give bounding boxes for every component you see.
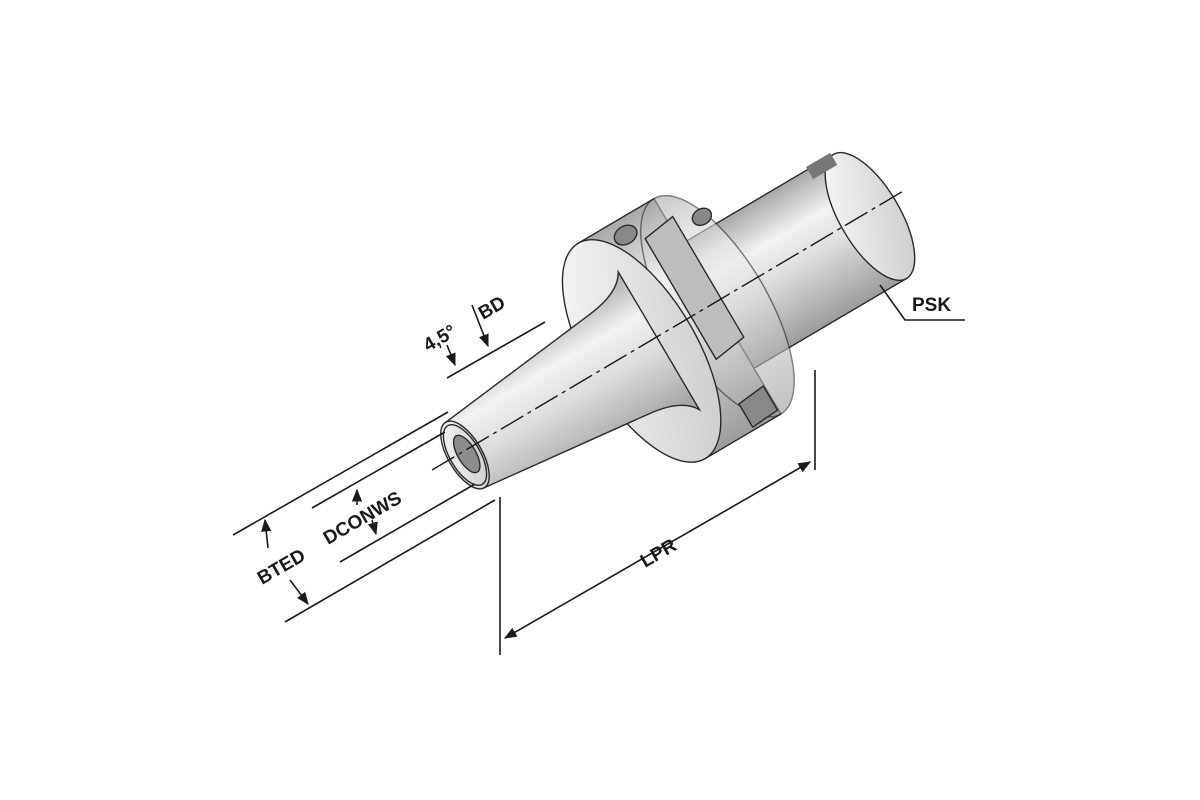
label-angle: 4,5° (420, 321, 460, 356)
label-psk: PSK (912, 295, 951, 316)
tool-holder-body (440, 151, 916, 490)
extension-lines (232, 321, 816, 655)
drive-notch (738, 385, 779, 429)
dimension-arrows (261, 284, 965, 639)
label-dconws: DCONWS (320, 488, 405, 549)
label-bd: BD (475, 292, 509, 324)
shank-hole (691, 207, 713, 227)
taper-cone (444, 269, 702, 489)
flange-hole (613, 224, 638, 246)
bore (452, 434, 481, 474)
orientation-slot (644, 215, 745, 361)
psk-leader (879, 284, 965, 321)
label-bted: BTED (254, 545, 309, 589)
lpr-dimension-line (503, 461, 812, 639)
center-line (431, 189, 906, 471)
drive-slot (806, 152, 838, 180)
